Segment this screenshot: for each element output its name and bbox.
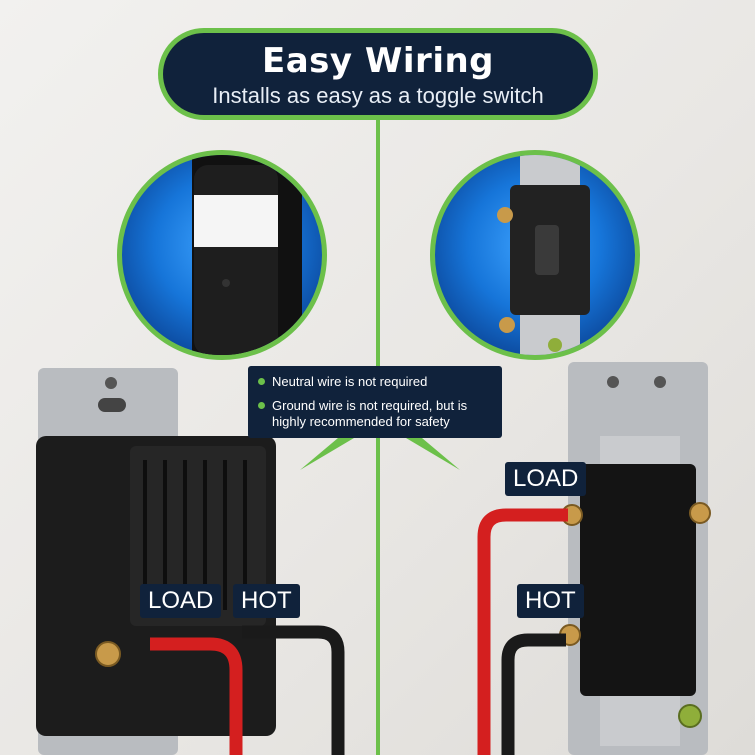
title-banner: Easy Wiring Installs as easy as a toggle… <box>158 28 598 120</box>
toggle-switch-closeup-circle <box>430 150 640 360</box>
left-plate-slot <box>98 398 126 412</box>
info-pointer-right <box>406 438 460 470</box>
toggle-switch-closeup-image <box>497 155 590 355</box>
info-bullet-ground: Ground wire is not required, but is high… <box>258 398 467 430</box>
info-bullet-neutral: Neutral wire is not required <box>258 374 427 390</box>
left-brass-terminal-screw <box>95 641 121 667</box>
info-box: Neutral wire is not required Ground wire… <box>248 366 502 438</box>
right-load-wire <box>477 508 568 755</box>
right-plate-screw-hole <box>607 376 619 388</box>
dimmer-closeup-circle <box>117 150 327 360</box>
bullet-dot-icon <box>258 378 265 385</box>
page-title: Easy Wiring <box>261 41 495 81</box>
dimmer-closeup-image <box>192 155 302 355</box>
right-ground-screw <box>678 704 702 728</box>
page-subtitle: Installs as easy as a toggle switch <box>212 83 544 108</box>
title-banner-inner: Easy Wiring Installs as easy as a toggle… <box>163 33 593 115</box>
left-hot-label: HOT <box>233 584 300 618</box>
right-load-label: LOAD <box>505 462 587 496</box>
right-plate-screw-hole-2 <box>654 376 666 388</box>
right-hot-wire <box>501 633 566 755</box>
right-switch-body <box>580 464 696 696</box>
right-hot-label: HOT <box>517 584 584 618</box>
info-pointer-left <box>300 438 354 470</box>
info-box-pointers <box>300 438 460 470</box>
right-brass-screw-top <box>689 502 711 524</box>
left-load-label: LOAD <box>140 584 222 618</box>
left-plate-screw-hole <box>105 377 117 389</box>
left-load-wire <box>150 637 243 755</box>
left-hot-wire <box>242 625 345 755</box>
bullet-dot-icon <box>258 402 265 409</box>
